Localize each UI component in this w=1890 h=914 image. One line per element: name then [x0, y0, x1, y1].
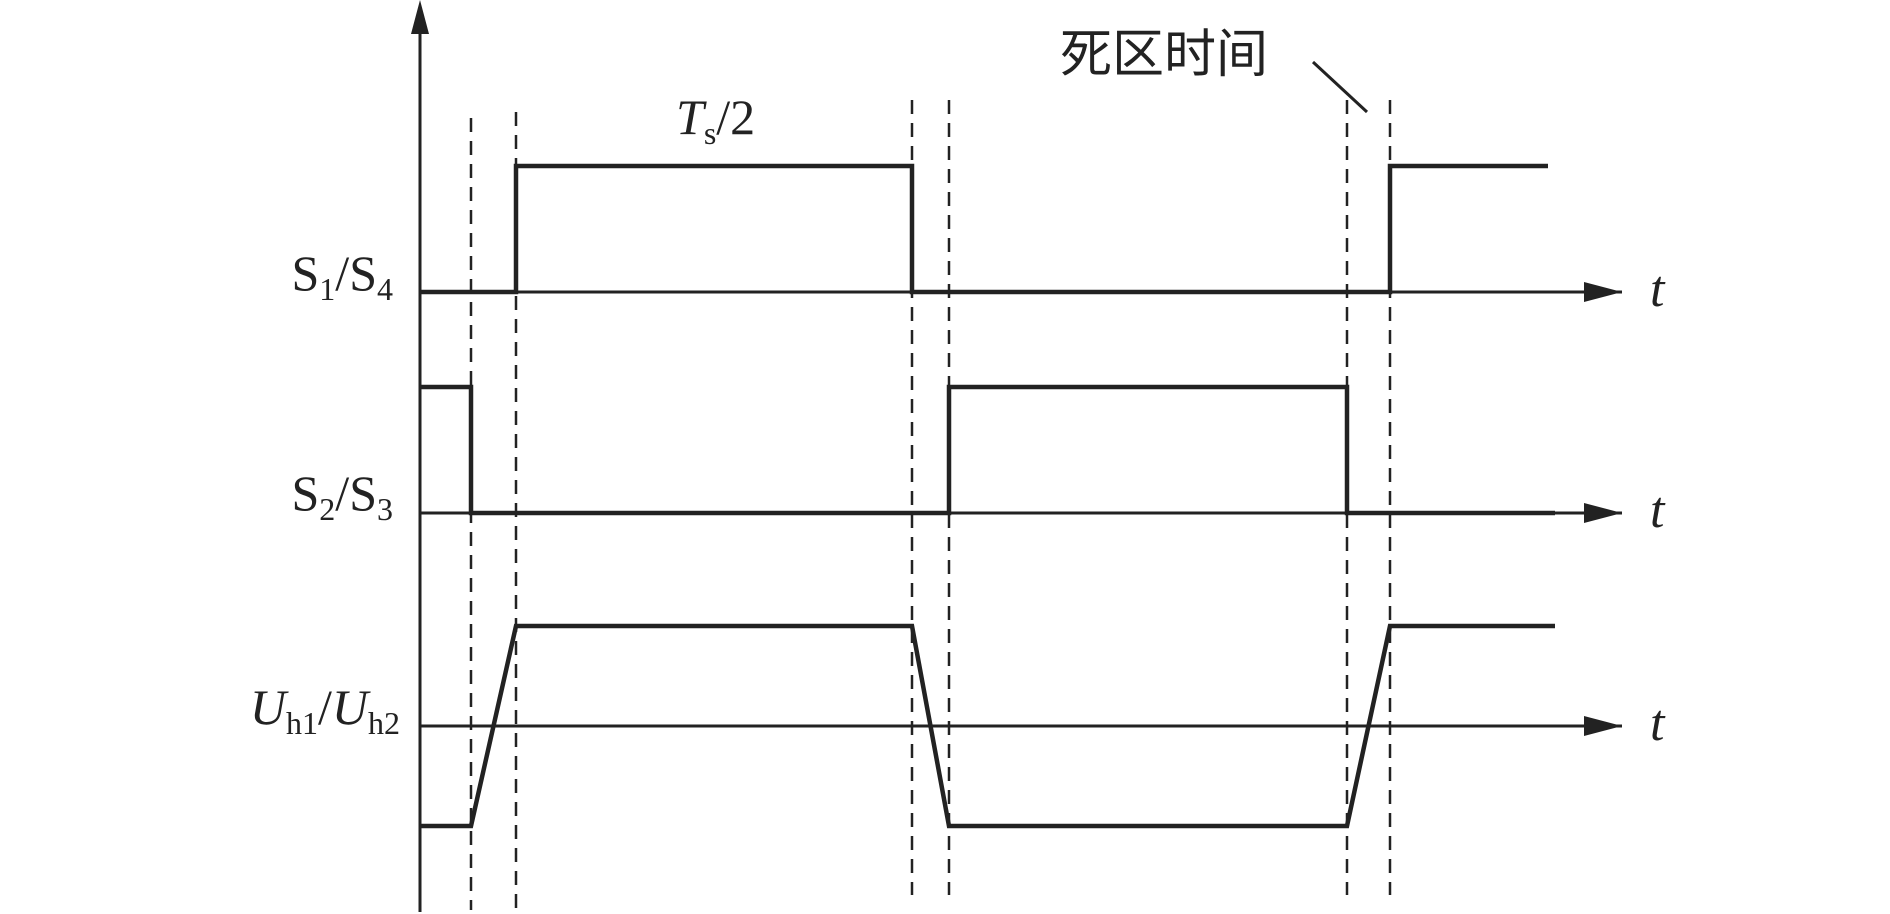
s2-s3-label: S2/S3 [291, 465, 393, 527]
half-period-label: Ts/2 [676, 89, 755, 151]
s1-s4-axis-arrow [1584, 282, 1622, 302]
s2-s3-axis-arrow [1584, 503, 1622, 523]
s1-s4-waveform [420, 163, 1548, 295]
uh1-uh2-label: Uh1/Uh2 [250, 679, 400, 741]
s2-s3-t-label: t [1650, 482, 1666, 539]
uh1-uh2-t-label: t [1650, 695, 1666, 752]
s1-s4-t-label: t [1650, 261, 1666, 318]
vertical-axis-arrow [411, 0, 429, 34]
s2-s3-waveform [420, 384, 1555, 516]
dead-time-pointer [1311, 60, 1369, 114]
uh1-uh2-axis-arrow [1584, 716, 1622, 736]
uh1-uh2-waveform [420, 623, 1555, 829]
dead-time-label: 死区时间 [1060, 25, 1268, 85]
s1-s4-label: S1/S4 [291, 245, 393, 307]
